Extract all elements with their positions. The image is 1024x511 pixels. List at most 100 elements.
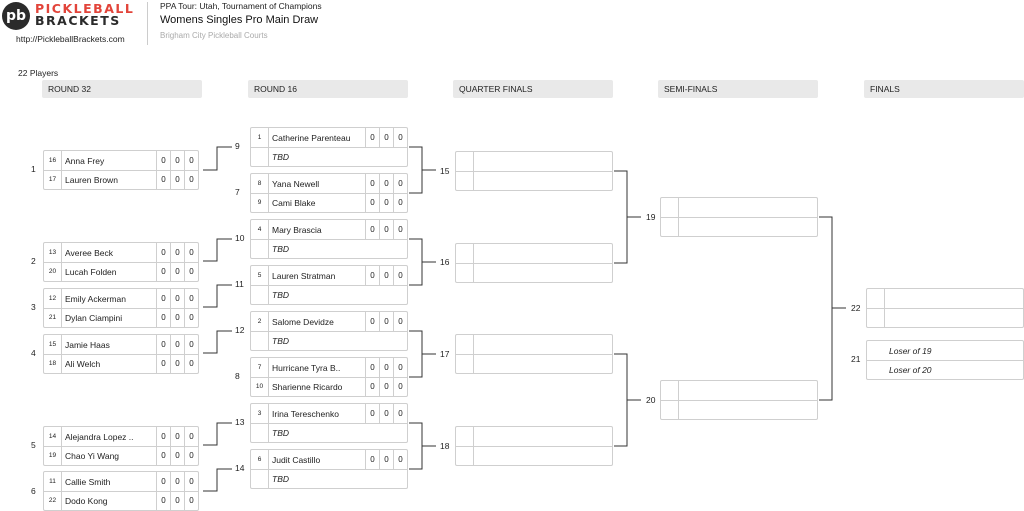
game-score: 0	[170, 446, 184, 466]
player-slot[interactable]	[867, 308, 1023, 328]
player-slot[interactable]	[456, 427, 612, 447]
player-slot[interactable]: Loser of 20	[867, 360, 1023, 380]
game-score: 0	[365, 404, 379, 423]
match-box-15[interactable]	[455, 151, 613, 191]
game-score: 0	[393, 174, 407, 193]
seed: 3	[251, 404, 269, 423]
player-slot[interactable]	[661, 381, 817, 401]
player-slot[interactable]	[456, 263, 612, 283]
player-name: Jamie Haas	[65, 339, 110, 350]
match-box-17[interactable]	[455, 334, 613, 374]
player-slot[interactable]	[456, 446, 612, 466]
player-slot[interactable]: Loser of 19	[867, 341, 1023, 361]
game-score: 0	[393, 220, 407, 239]
match-box-21[interactable]: Loser of 19 Loser of 20	[866, 340, 1024, 380]
player-slot[interactable]	[661, 400, 817, 420]
seed	[456, 446, 474, 466]
seed: 11	[44, 472, 62, 491]
seed: 1	[251, 128, 269, 147]
player-slot[interactable]: TBD	[251, 423, 407, 443]
match-box-20[interactable]	[660, 380, 818, 420]
player-slot[interactable]	[456, 335, 612, 355]
game-score: 0	[156, 262, 170, 282]
player-name: Dylan Ciampini	[65, 313, 123, 323]
match-box-18[interactable]	[455, 426, 613, 466]
player-name: Salome Devidze	[272, 316, 334, 327]
player-slot[interactable]: TBD	[251, 239, 407, 259]
seed: 12	[44, 289, 62, 308]
player-slot[interactable]: TBD	[251, 469, 407, 489]
seed	[251, 331, 269, 351]
match-number: 21	[851, 354, 861, 364]
player-slot[interactable]	[456, 152, 612, 172]
player-slot[interactable]	[661, 217, 817, 237]
venue-name: Brigham City Pickleball Courts	[160, 31, 268, 40]
player-slot[interactable]	[661, 198, 817, 218]
game-score: 0	[379, 450, 393, 469]
game-score: 0	[170, 289, 184, 308]
player-name: Sharienne Ricardo	[272, 382, 343, 392]
player-slot[interactable]	[456, 354, 612, 374]
player-slot[interactable]	[867, 289, 1023, 309]
match-number: 7	[235, 187, 240, 197]
game-score: 0	[170, 262, 184, 282]
match-number: 3	[31, 302, 36, 312]
player-slot[interactable]: TBD	[251, 331, 407, 351]
site-url-link[interactable]: http://PickleballBrackets.com	[16, 34, 125, 44]
seed: 2	[251, 312, 269, 331]
seed: 5	[251, 266, 269, 285]
player-slot[interactable]	[456, 244, 612, 264]
seed	[456, 335, 474, 354]
seed	[251, 285, 269, 305]
player-name: Lucah Folden	[65, 267, 117, 277]
player-slot[interactable]: TBD	[251, 285, 407, 305]
match-box-22[interactable]	[866, 288, 1024, 328]
seed: 6	[251, 450, 269, 469]
game-score: 0	[365, 128, 379, 147]
player-name: Callie Smith	[65, 476, 111, 487]
match-box-19[interactable]	[660, 197, 818, 237]
player-name: TBD	[272, 244, 289, 254]
match-number: 11	[235, 279, 244, 289]
player-slot[interactable]: TBD	[251, 147, 407, 167]
match-box-16[interactable]	[455, 243, 613, 283]
game-score: 0	[170, 170, 184, 190]
player-slot[interactable]	[456, 171, 612, 191]
